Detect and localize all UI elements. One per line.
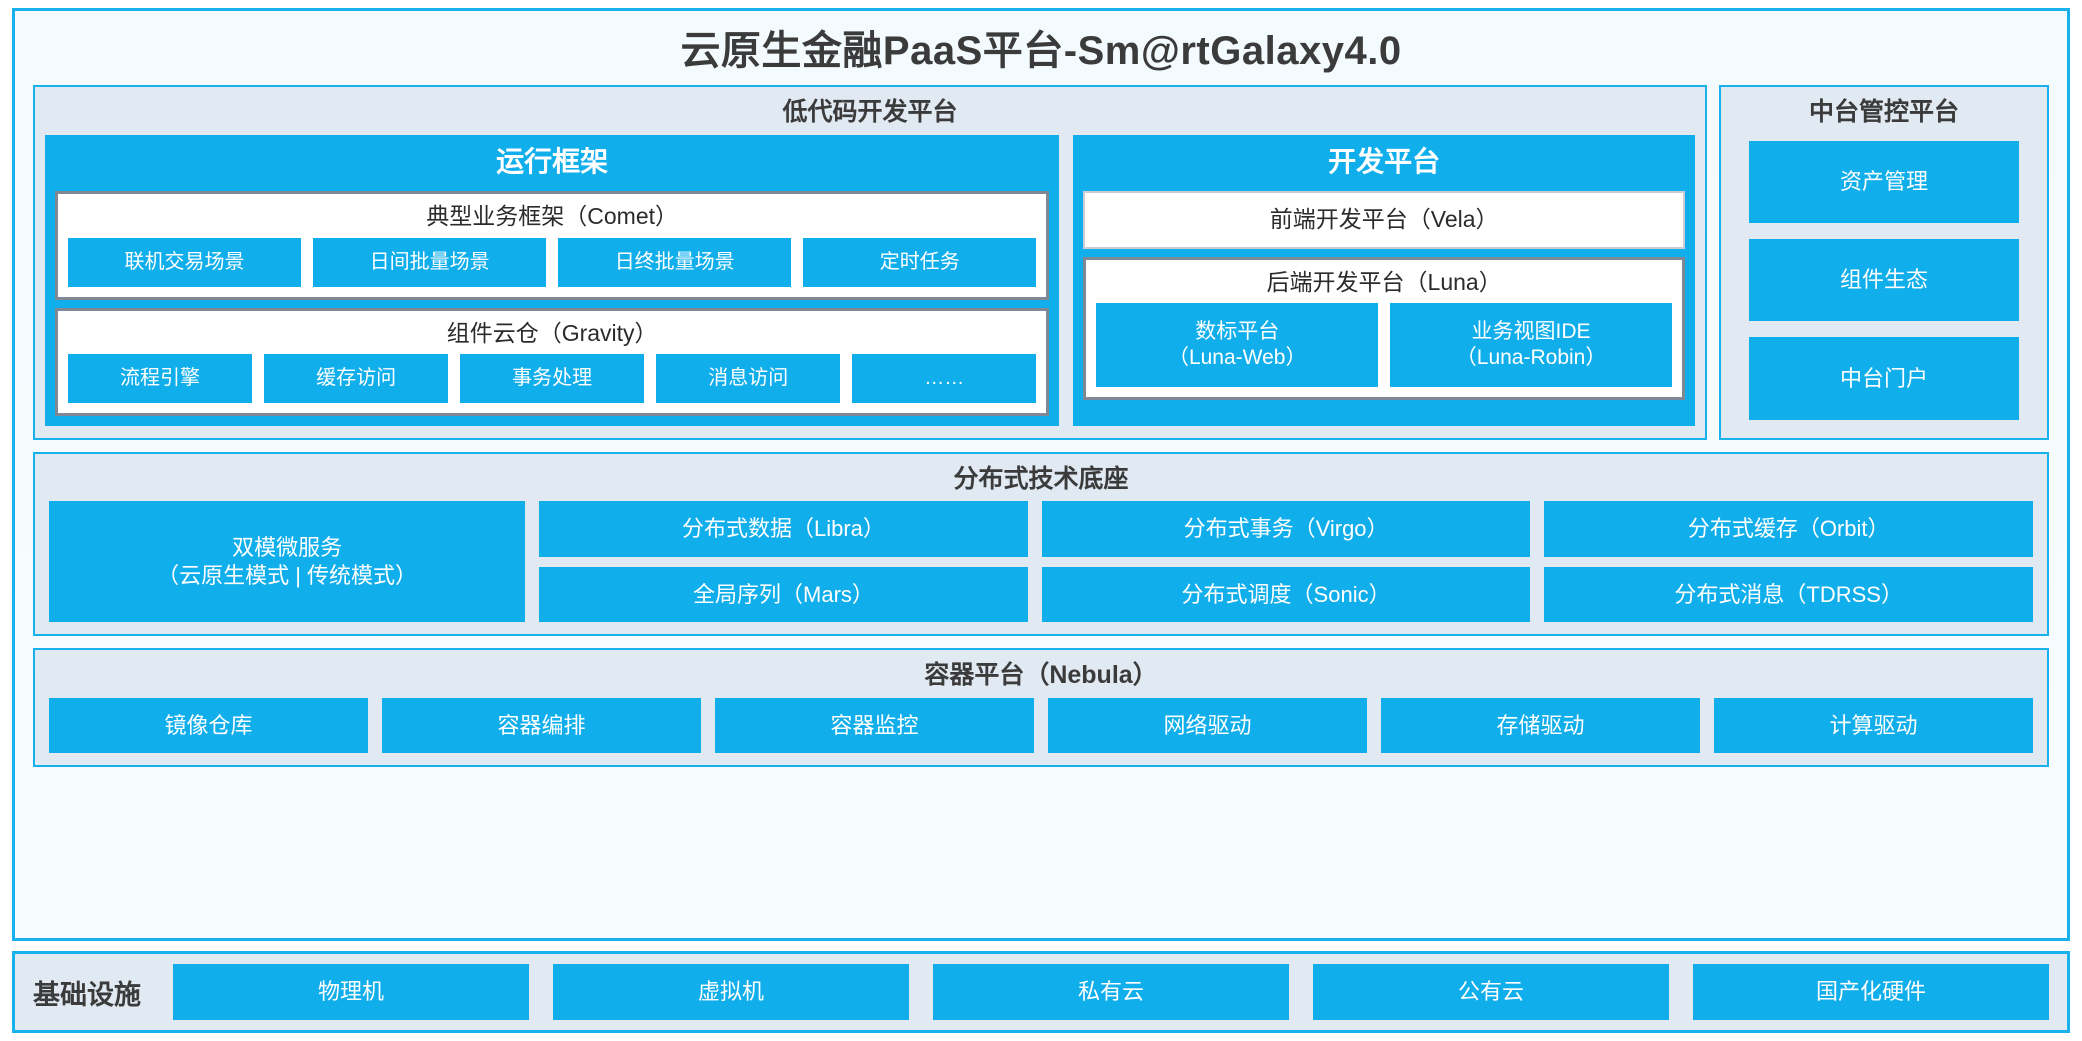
tech-column-1: 分布式数据（Libra） 全局序列（Mars） xyxy=(539,501,1028,623)
tech-column-3: 分布式缓存（Orbit） 分布式消息（TDRSS） xyxy=(1544,501,2033,623)
backend-platform-luna-title: 后端开发平台（Luna） xyxy=(1266,268,1502,295)
infrastructure-item-private-cloud[interactable]: 私有云 xyxy=(933,964,1289,1020)
runtime-framework-title: 运行框架 xyxy=(496,145,609,177)
tech-item-libra[interactable]: 分布式数据（Libra） xyxy=(539,501,1028,557)
lowcode-platform-title: 低代码开发平台 xyxy=(782,98,958,126)
page-title: 云原生金融PaaS平台-Sm@rtGalaxy4.0 xyxy=(680,29,1402,73)
gravity-item[interactable]: 流程引擎 xyxy=(68,353,253,403)
top-row: 低代码开发平台 运行框架 典型业务框架（Comet） 联机交易场景 日间批量场景… xyxy=(33,85,2049,440)
container-platform-title: 容器平台（Nebula） xyxy=(924,661,1158,690)
tech-item-sonic[interactable]: 分布式调度（Sonic） xyxy=(1041,566,1531,623)
comet-title: 典型业务框架（Comet） xyxy=(426,203,679,230)
tech-base-panel: 分布式技术底座 双模微服务 （云原生模式 | 传统模式） 分布式数据（Libra… xyxy=(33,451,2049,637)
infrastructure-items: 物理机 虚拟机 私有云 公有云 国产化硬件 xyxy=(173,964,2049,1020)
development-platform-title: 开发平台 xyxy=(1328,145,1441,177)
luna-web-item[interactable]: 数标平台 （Luna-Web） xyxy=(1096,302,1379,388)
gravity-card: 组件云仓（Gravity） 流程引擎 缓存访问 事务处理 消息访问 …… xyxy=(55,307,1050,416)
infrastructure-label: 基础设施 xyxy=(33,979,141,1010)
tech-item-virgo[interactable]: 分布式事务（Virgo） xyxy=(1041,501,1531,557)
luna-robin-item[interactable]: 业务视图IDE （Luna-Robin） xyxy=(1390,302,1672,388)
lowcode-platform-body: 运行框架 典型业务框架（Comet） 联机交易场景 日间批量场景 日终批量场景 … xyxy=(45,134,1695,426)
development-platform-group: 开发平台 前端开发平台（Vela） 后端开发平台（Luna） 数标平台 （Lun… xyxy=(1073,134,1695,426)
midcontrol-item-portal[interactable]: 中台门户 xyxy=(1749,337,2019,420)
container-item-storage-driver[interactable]: 存储驱动 xyxy=(1381,697,1700,754)
gravity-item-ellipsis[interactable]: …… xyxy=(852,353,1037,403)
container-platform-panel: 容器平台（Nebula） 镜像仓库 容器编排 容器监控 网络驱动 存储驱动 计算… xyxy=(33,648,2049,768)
comet-item[interactable]: 联机交易场景 xyxy=(68,237,302,287)
comet-card: 典型业务框架（Comet） 联机交易场景 日间批量场景 日终批量场景 定时任务 xyxy=(55,191,1050,300)
container-item-orchestration[interactable]: 容器编排 xyxy=(382,697,701,754)
luna-items: 数标平台 （Luna-Web） 业务视图IDE （Luna-Robin） xyxy=(1096,302,1672,388)
comet-item[interactable]: 日终批量场景 xyxy=(558,237,792,287)
container-item-image-registry[interactable]: 镜像仓库 xyxy=(49,697,368,754)
tech-item-tdrss[interactable]: 分布式消息（TDRSS） xyxy=(1544,566,2033,623)
comet-item[interactable]: 日间批量场景 xyxy=(313,237,547,287)
tech-item-mars[interactable]: 全局序列（Mars） xyxy=(539,566,1028,623)
platform-main-frame: 云原生金融PaaS平台-Sm@rtGalaxy4.0 低代码开发平台 运行框架 … xyxy=(12,8,2070,941)
container-item-monitoring[interactable]: 容器监控 xyxy=(715,697,1034,754)
infrastructure-item-domestic-hardware[interactable]: 国产化硬件 xyxy=(1693,964,2049,1020)
midcontrol-items: 资产管理 组件生态 中台门户 xyxy=(1731,135,2037,426)
infrastructure-item-public-cloud[interactable]: 公有云 xyxy=(1313,964,1669,1020)
comet-item[interactable]: 定时任务 xyxy=(803,237,1037,287)
infrastructure-panel: 基础设施 物理机 虚拟机 私有云 公有云 国产化硬件 xyxy=(12,951,2070,1033)
midcontrol-item-component-ecosystem[interactable]: 组件生态 xyxy=(1749,238,2019,322)
gravity-title: 组件云仓（Gravity） xyxy=(446,319,658,346)
midcontrol-platform-panel: 中台管控平台 资产管理 组件生态 中台门户 xyxy=(1719,85,2049,440)
gravity-item[interactable]: 缓存访问 xyxy=(264,353,449,403)
frame-spacer xyxy=(33,767,2049,922)
tech-base-body: 双模微服务 （云原生模式 | 传统模式） 分布式数据（Libra） 全局序列（M… xyxy=(45,501,2037,623)
lowcode-platform-panel: 低代码开发平台 运行框架 典型业务框架（Comet） 联机交易场景 日间批量场景… xyxy=(33,85,1707,440)
comet-items: 联机交易场景 日间批量场景 日终批量场景 定时任务 xyxy=(68,237,1037,287)
dual-mode-microservice-wrapper: 双模微服务 （云原生模式 | 传统模式） xyxy=(49,501,526,623)
infrastructure-item-physical-machine[interactable]: 物理机 xyxy=(173,964,529,1020)
tech-item-orbit[interactable]: 分布式缓存（Orbit） xyxy=(1544,501,2033,557)
midcontrol-item-asset-management[interactable]: 资产管理 xyxy=(1749,140,2019,223)
tech-base-title: 分布式技术底座 xyxy=(953,464,1129,493)
infrastructure-item-virtual-machine[interactable]: 虚拟机 xyxy=(553,964,909,1020)
gravity-item[interactable]: 消息访问 xyxy=(656,353,841,403)
dual-mode-microservice[interactable]: 双模微服务 （云原生模式 | 传统模式） xyxy=(49,501,526,623)
container-item-network-driver[interactable]: 网络驱动 xyxy=(1048,697,1367,754)
backend-platform-luna-card: 后端开发平台（Luna） 数标平台 （Luna-Web） 业务视图IDE （Lu… xyxy=(1083,256,1685,401)
runtime-framework-group: 运行框架 典型业务框架（Comet） 联机交易场景 日间批量场景 日终批量场景 … xyxy=(45,134,1060,426)
gravity-items: 流程引擎 缓存访问 事务处理 消息访问 …… xyxy=(68,353,1037,403)
midcontrol-platform-title: 中台管控平台 xyxy=(1808,98,1959,126)
tech-column-2: 分布式事务（Virgo） 分布式调度（Sonic） xyxy=(1041,501,1531,623)
gravity-item[interactable]: 事务处理 xyxy=(460,353,645,403)
container-item-compute-driver[interactable]: 计算驱动 xyxy=(1714,697,2033,754)
container-platform-items: 镜像仓库 容器编排 容器监控 网络驱动 存储驱动 计算驱动 xyxy=(45,697,2037,754)
frontend-platform-vela[interactable]: 前端开发平台（Vela） xyxy=(1083,191,1685,249)
